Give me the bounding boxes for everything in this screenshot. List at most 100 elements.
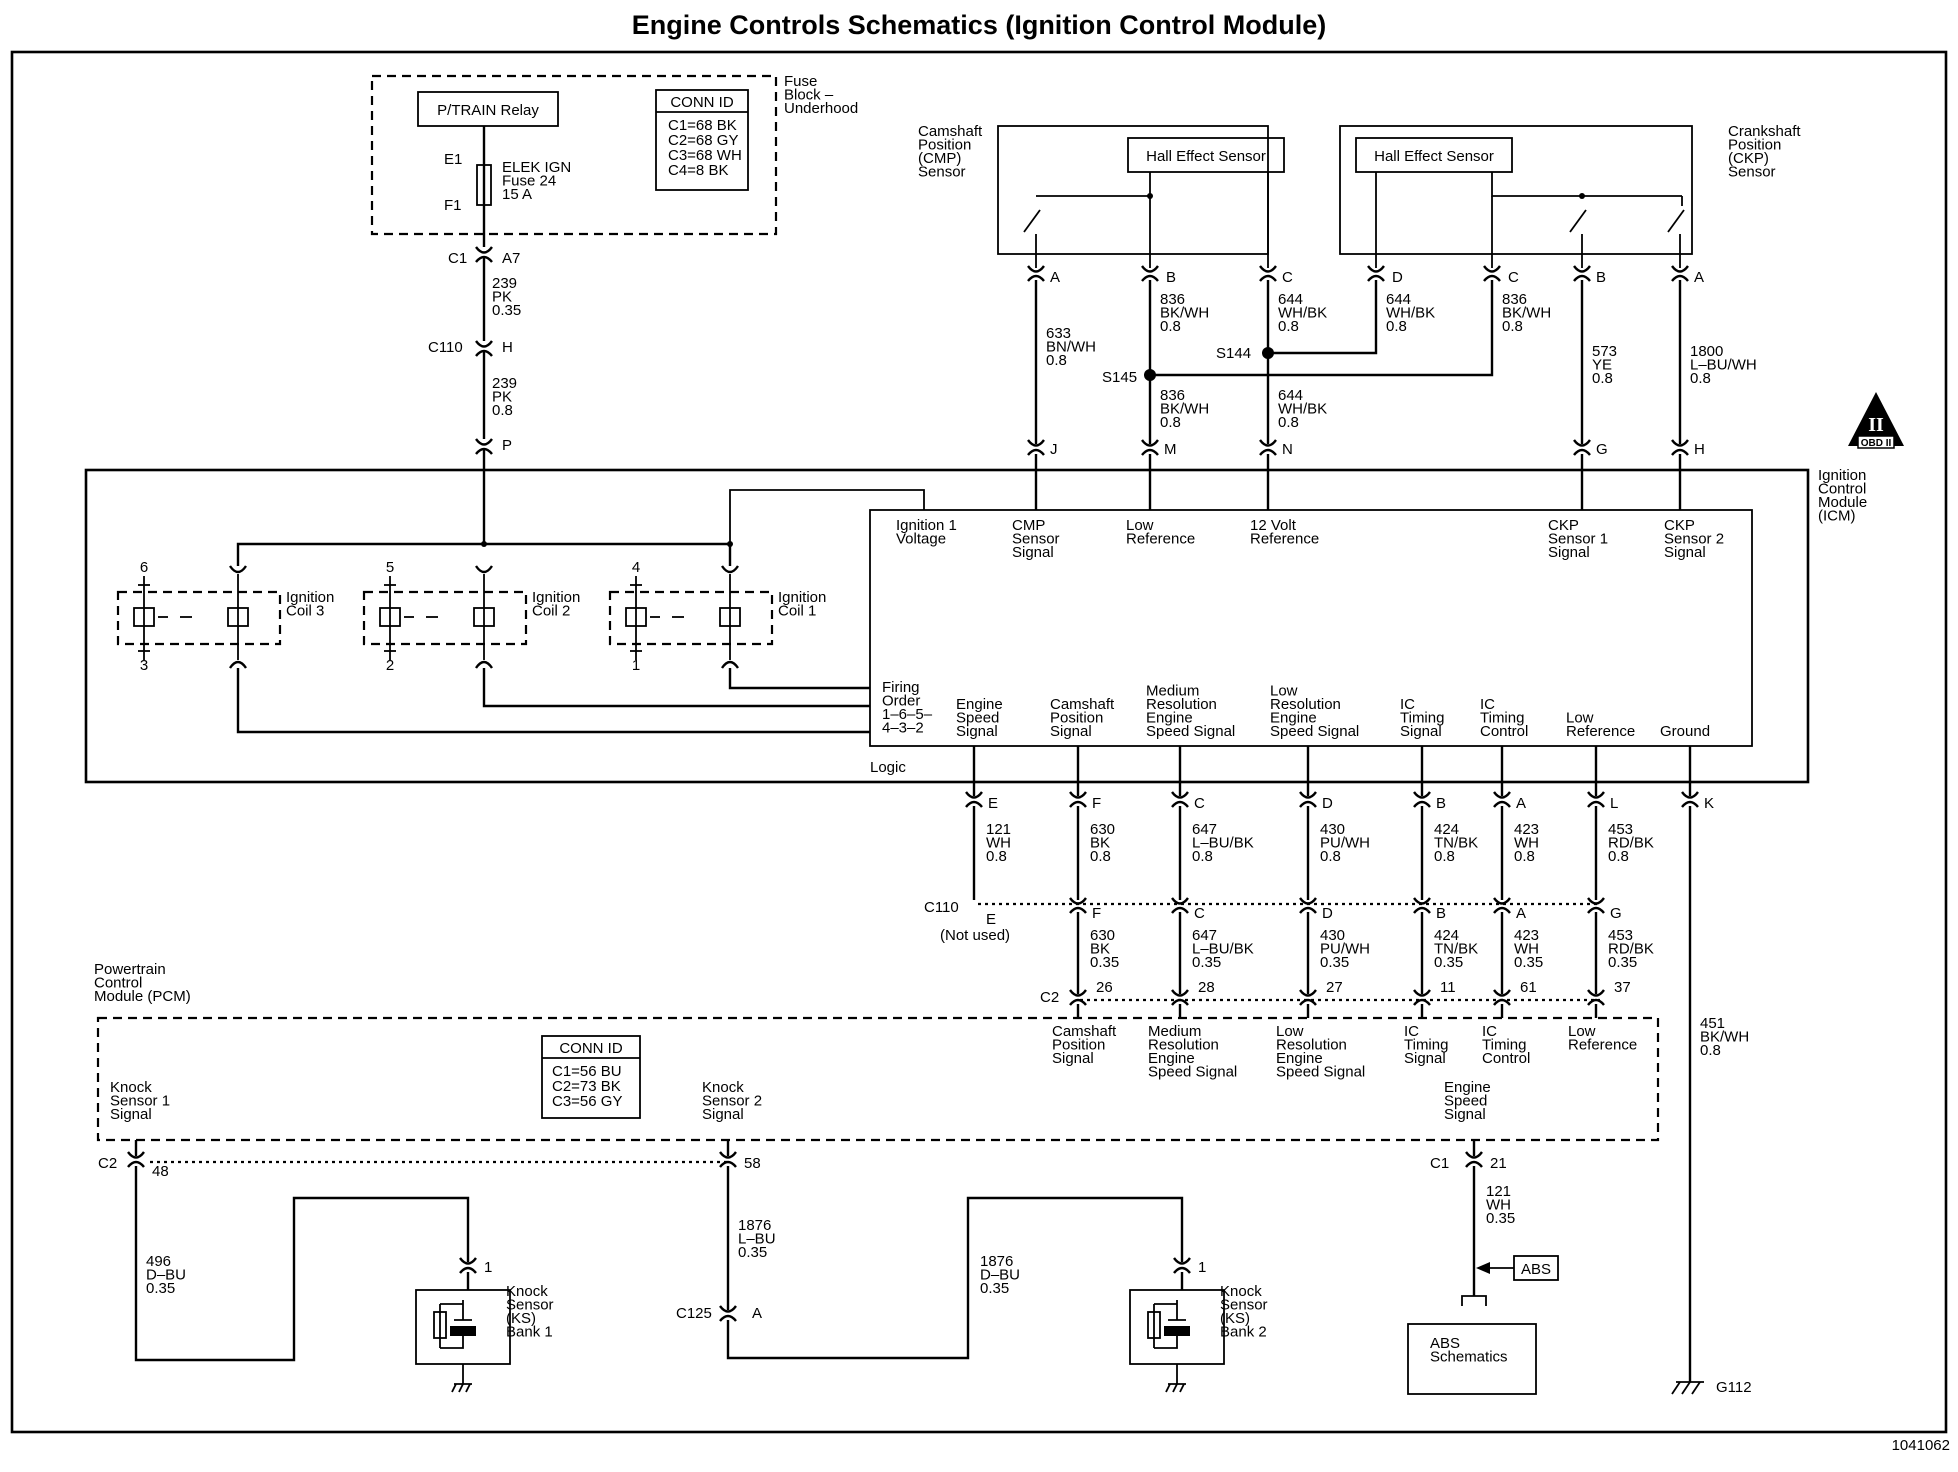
lower-wire-label-line: L–BU/BK (1192, 941, 1254, 958)
wire-1876-a-line: 1876 (738, 1217, 771, 1234)
icm-output-label-line: Timing (1400, 710, 1444, 727)
obd-numeral: II (1868, 414, 1884, 436)
lower-wire-label-line: PU/WH (1320, 835, 1370, 852)
pin-label: B (1166, 269, 1176, 286)
ckp-sensor-name-line: Position (1728, 137, 1781, 154)
icm-output-label-line: Signal (1400, 723, 1442, 740)
pcm-input-label-line: Low (1568, 1023, 1596, 1040)
icm-input-label-line: Signal (1548, 544, 1590, 561)
ks-pin-label: 1 (484, 1259, 492, 1276)
pcm-name-line: Powertrain (94, 961, 166, 978)
icm-input-labels: Ignition 1VoltageCMPSensorSignalLowRefer… (896, 517, 1724, 561)
icm-bottom-pin-label: E (988, 795, 998, 812)
ground-label: G112 (1716, 1379, 1752, 1396)
cmp-pin-a (1027, 265, 1045, 282)
wire-633-line: 633 (1046, 325, 1071, 342)
wire-836-line: 836 (1160, 387, 1185, 404)
c110-pin (1171, 897, 1189, 914)
fuse-block-name-line: Fuse (784, 73, 817, 90)
coil-name-line: Coil 1 (778, 603, 816, 620)
pcm-c2-label: C2 (1040, 989, 1059, 1006)
icm-input-label-line: 12 Volt (1250, 517, 1297, 534)
figure-id: 1041062 (1892, 1437, 1950, 1454)
cmp-hall-label: Hall Effect Sensor (1146, 148, 1266, 165)
pcm-input-label-line: Engine (1148, 1050, 1195, 1067)
not-used-label: (Not used) (940, 927, 1010, 944)
fuse-24-label-line: 15 A (502, 186, 532, 203)
icm-input-label-line: Voltage (896, 531, 946, 548)
ks-pin-label: 1 (1198, 1259, 1206, 1276)
pin-label: D (1392, 269, 1403, 286)
cmp-sensor-name-line: (CMP) (918, 150, 961, 167)
pcm-pin-58 (719, 1151, 737, 1168)
pcm-ks1-label-line: Signal (110, 1106, 152, 1123)
pcm-input-label-line: Timing (1404, 1037, 1448, 1054)
cmp-sensor-name-line: Sensor (918, 164, 966, 181)
ptrain-relay-label: P/TRAIN Relay (437, 102, 539, 119)
fuse-conn-id-title: CONN ID (670, 94, 734, 111)
lower-wire-label-line: 0.35 (1192, 954, 1221, 971)
ckp-pin-b (1573, 265, 1591, 282)
pcm-pin-number: 28 (1198, 979, 1215, 996)
lower-wire-label-line: 430 (1320, 927, 1345, 944)
icm-top-pin (1671, 439, 1689, 456)
lower-wire-label-line: L–BU/BK (1192, 835, 1254, 852)
lower-wire-label-line: BK (1090, 835, 1110, 852)
wire-836-line: BK/WH (1160, 401, 1209, 418)
icm-output-label-line: Resolution (1270, 696, 1341, 713)
ckp-hall-effect-sensor (1355, 137, 1513, 173)
wire-1876-a-line: L–BU (738, 1231, 776, 1248)
fuse-e1-label: E1 (444, 151, 462, 168)
icm-top-pin (1259, 439, 1277, 456)
c110-pin (1413, 897, 1431, 914)
fuse-conn-id: C2=68 GY (668, 132, 738, 149)
lower-wire-label-line: 0.8 (1514, 848, 1535, 865)
firing-order-line: Order (882, 693, 920, 710)
icm-top-pin-label: G (1596, 441, 1608, 458)
icm-output-label-line: Signal (1050, 723, 1092, 740)
wire-836-line: BK/WH (1160, 305, 1209, 322)
pcm-pin-number: 61 (1520, 979, 1537, 996)
icm-input-label-line: Signal (1664, 544, 1706, 561)
icm-bottom-pin (1493, 791, 1511, 808)
icm-bottom-pin (965, 791, 983, 808)
ckp-pin-a (1671, 265, 1689, 282)
pcm-pin-number: 11 (1440, 979, 1456, 996)
c110-pin (1493, 897, 1511, 914)
icm-output-label-line: Low (1270, 683, 1298, 700)
coil-name-line: Ignition (778, 589, 826, 606)
pcm-input-label-line: Engine (1276, 1050, 1323, 1067)
fuse-f1-label: F1 (444, 197, 462, 214)
obd-ii-badge: II OBD II (1848, 392, 1904, 449)
icm-bottom-pin-label: F (1092, 795, 1101, 812)
lower-wire-label-line: 0.8 (986, 848, 1007, 865)
fuse-conn-id-box (655, 89, 749, 191)
lower-wire-label-line: 0.35 (1514, 954, 1543, 971)
ks-label-line: (KS) (1220, 1310, 1250, 1327)
pcm-conn-id-box (541, 1035, 641, 1119)
pcm-input-label-line: Camshaft (1052, 1023, 1117, 1040)
c125-connector (719, 1305, 737, 1322)
wire-836-line: 0.8 (1160, 318, 1181, 335)
